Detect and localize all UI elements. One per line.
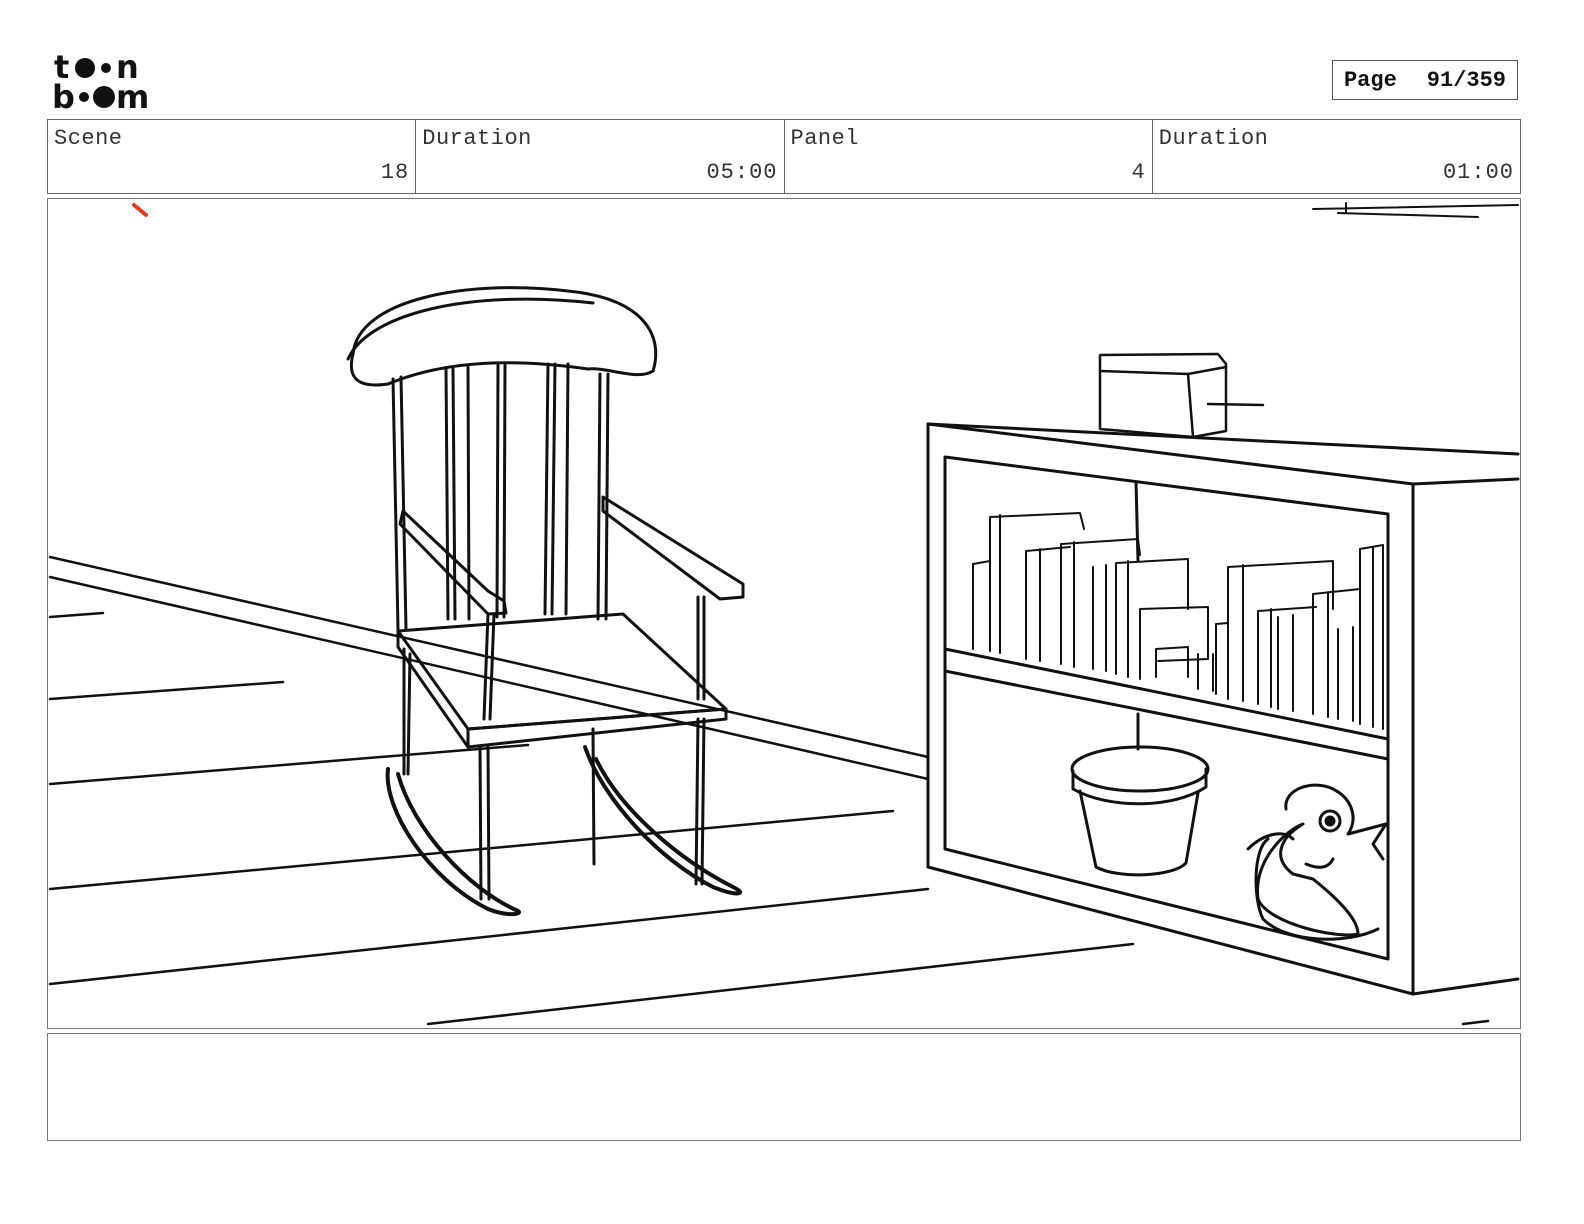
scene-duration-value: 05:00 <box>706 160 778 185</box>
panel-cell: Panel 4 <box>785 120 1153 193</box>
top-scribble <box>1312 202 1519 218</box>
panel-duration-cell: Duration 01:00 <box>1153 120 1520 193</box>
panel-notes[interactable] <box>47 1033 1521 1141</box>
svg-text:b: b <box>52 78 75 112</box>
scene-cell: Scene 18 <box>48 120 417 193</box>
page-indicator: Page 91/359 <box>1332 60 1518 100</box>
svg-text:n: n <box>116 50 139 86</box>
scene-duration-cell: Duration 05:00 <box>416 120 785 193</box>
svg-text:t: t <box>54 50 69 86</box>
rubber-duck <box>1246 783 1388 941</box>
bookshelf <box>926 422 1520 996</box>
panel-duration-value: 01:00 <box>1442 160 1514 185</box>
red-accent-mark <box>132 203 148 217</box>
panel-label: Panel <box>790 126 860 151</box>
scene-label: Scene <box>54 126 123 151</box>
books <box>972 512 1384 730</box>
flower-pot <box>1070 745 1210 877</box>
scene-info-bar: Scene 18 Duration 05:00 Panel 4 Duration… <box>47 119 1521 194</box>
rocking-chair <box>346 286 745 917</box>
svg-text:m: m <box>116 78 149 112</box>
panel-duration-label: Duration <box>1158 126 1269 151</box>
page-label: Page <box>1343 67 1397 93</box>
toonboom-logo: t n b m <box>52 50 149 112</box>
box-on-shelf <box>1098 352 1265 439</box>
storyboard-panel[interactable] <box>47 198 1521 1029</box>
scene-value: 18 <box>380 160 410 185</box>
panel-value: 4 <box>1131 160 1146 185</box>
page-number: 91/359 <box>1426 67 1507 93</box>
scene-duration-label: Duration <box>422 126 532 151</box>
room-floor-lines <box>48 555 1490 1026</box>
